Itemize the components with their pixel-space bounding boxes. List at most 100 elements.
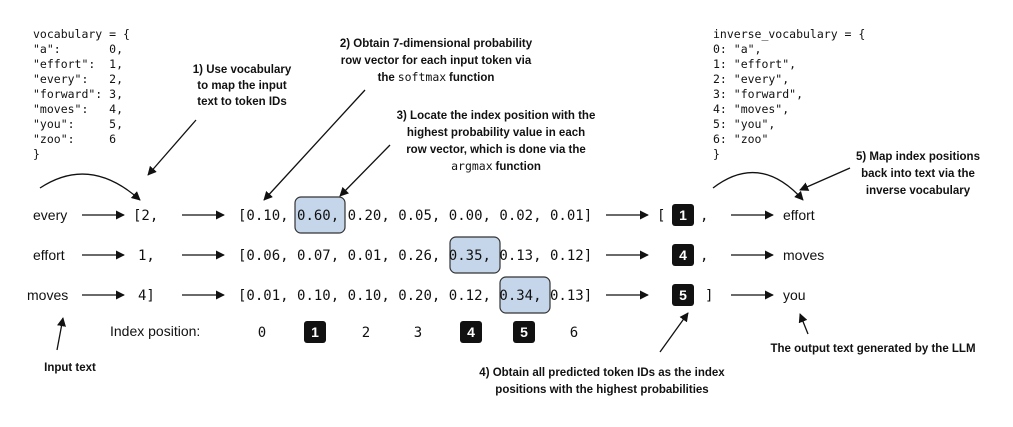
index-position-label: Index position: — [110, 323, 200, 339]
output-word: effort — [783, 207, 815, 223]
step3-function: function — [496, 161, 541, 173]
prob-value: 0.07, — [297, 248, 339, 264]
probability-vector: [0.01, 0.10, 0.10, 0.20, 0.12, 0.34, 0.1… — [238, 288, 592, 304]
prob-value: 0.20, — [348, 208, 390, 224]
probability-vector: [0.06, 0.07, 0.01, 0.26, 0.35, 0.13, 0.1… — [238, 248, 592, 264]
step5-line: inverse vocabulary — [866, 185, 971, 197]
output-word: moves — [783, 247, 824, 263]
output-text-label: The output text generated by the LLM — [770, 343, 975, 355]
token-id: [2, — [133, 208, 158, 224]
max-probability-highlight — [449, 236, 501, 274]
predicted-separator: , — [700, 208, 708, 224]
vocabulary-entry: "effort": 1, — [33, 57, 123, 71]
annotation-step5: 5) Map index positions back into text vi… — [856, 151, 980, 197]
prob-value: 0.34, — [499, 288, 541, 304]
vocabulary-entry: "forward": 3, — [33, 87, 123, 101]
index-badge — [304, 321, 326, 343]
step5-line: back into text via the — [861, 168, 975, 180]
prob-value: 0.02, — [499, 208, 541, 224]
arrow-step1 — [147, 119, 197, 176]
vocabulary-entry: "zoo": 6 — [33, 132, 116, 146]
prob-value: 0.01] — [550, 208, 592, 224]
arrow-step4 — [659, 312, 689, 353]
arrow-step2 — [263, 89, 366, 201]
prob-value: 0.20, — [398, 288, 440, 304]
row-moves: moves 4] [0.01, 0.10, 0.10, 0.20, 0.12, … — [27, 276, 806, 314]
inverse-vocabulary-entry: 4: "moves", — [713, 102, 789, 116]
inverse-vocabulary-entry: 1: "effort", — [713, 57, 796, 71]
arrow-input-text — [56, 317, 66, 351]
prob-value: 0.35, — [449, 248, 491, 264]
prob-value: [0.10, — [238, 208, 289, 224]
step4-line: positions with the highest probabilities — [495, 384, 708, 396]
step2-line1: 2) Obtain 7-dimensional probability — [340, 38, 533, 50]
inverse-vocabulary-header: inverse_vocabulary = { — [713, 27, 865, 41]
prob-value: 0.13, — [499, 248, 541, 264]
inverse-vocabulary-entry: 0: "a", — [713, 42, 761, 56]
step2-line3: the softmax function — [378, 70, 495, 84]
vocabulary-entry: "moves": 4, — [33, 102, 123, 116]
index-badge — [460, 321, 482, 343]
token-id: 1, — [138, 248, 155, 264]
step1-line: 1) Use vocabulary — [193, 64, 292, 76]
prob-value: 0.05, — [398, 208, 440, 224]
step3-line: 3) Locate the index position with the — [397, 110, 596, 122]
inverse-vocabulary-entry: 2: "every", — [713, 72, 789, 86]
inverse-vocabulary-entry: 3: "forward", — [713, 87, 803, 101]
vocabulary-entry: "every": 2, — [33, 72, 123, 86]
prob-value: 0.12, — [449, 288, 491, 304]
index-value: 3 — [414, 325, 422, 341]
annotation-step4: 4) Obtain all predicted token IDs as the… — [479, 367, 725, 396]
probability-vector: [0.10, 0.60, 0.20, 0.05, 0.00, 0.02, 0.0… — [238, 208, 592, 224]
predicted-token-badge — [672, 284, 694, 306]
index-value: 5 — [520, 324, 528, 340]
prob-value: 0.01, — [348, 248, 390, 264]
inverse-vocabulary-footer: } — [713, 147, 720, 161]
curved-arrow-inverse-vocabulary — [712, 171, 804, 201]
predicted-token: 1 — [679, 207, 687, 223]
input-text-label: Input text — [44, 362, 96, 374]
max-probability-highlight — [294, 196, 346, 234]
inverse-vocabulary-entry: 5: "you", — [713, 117, 775, 131]
index-value: 1 — [311, 324, 319, 340]
prob-value: 0.12] — [550, 248, 592, 264]
output-word: you — [783, 287, 806, 303]
predicted-close-bracket: ] — [705, 288, 713, 304]
predicted-token: 5 — [679, 287, 687, 303]
arrow-step5 — [799, 167, 851, 191]
vocabulary-block: vocabulary = { "a": 0, "effort": 1, "eve… — [33, 27, 130, 161]
index-value: 0 — [258, 325, 266, 341]
index-badge — [513, 321, 535, 343]
annotation-step2: 2) Obtain 7-dimensional probability row … — [340, 38, 533, 84]
prob-value: 0.26, — [398, 248, 440, 264]
prob-value: [0.01, — [238, 288, 289, 304]
annotation-step1: 1) Use vocabulary to map the input text … — [193, 64, 292, 108]
prob-value: 0.00, — [449, 208, 491, 224]
vocabulary-entry: "you": 5, — [33, 117, 123, 131]
index-value: 6 — [570, 325, 578, 341]
step3-line: highest probability value in each — [407, 127, 585, 139]
vocabulary-entry: "a": 0, — [33, 42, 123, 56]
predicted-token-badge — [672, 204, 694, 226]
prob-value: 0.10, — [297, 288, 339, 304]
step2-the: the — [378, 72, 395, 84]
index-value: 2 — [362, 325, 370, 341]
step5-line: 5) Map index positions — [856, 151, 980, 163]
predicted-open-bracket: [ — [657, 208, 665, 224]
annotation-step3: 3) Locate the index position with the hi… — [397, 110, 596, 173]
curved-arrow-vocabulary — [39, 173, 141, 201]
prob-value: 0.13] — [550, 288, 592, 304]
predicted-token: 4 — [679, 247, 687, 263]
inverse-vocabulary-entry: 6: "zoo" — [713, 132, 768, 146]
vocabulary-footer: } — [33, 147, 40, 161]
step4-line: 4) Obtain all predicted token IDs as the… — [479, 367, 725, 379]
row-effort: effort 1, [0.06, 0.07, 0.01, 0.26, 0.35,… — [33, 236, 824, 274]
annotation-arrows — [39, 89, 851, 353]
row-every: every [2, [0.10, 0.60, 0.20, 0.05, 0.00,… — [33, 196, 815, 234]
input-word: effort — [33, 247, 65, 263]
step2-softmax-code: softmax — [398, 70, 447, 84]
predicted-token-badge — [672, 244, 694, 266]
step3-line: row vector, which is done via the — [406, 144, 586, 156]
max-probability-highlight — [499, 276, 551, 314]
